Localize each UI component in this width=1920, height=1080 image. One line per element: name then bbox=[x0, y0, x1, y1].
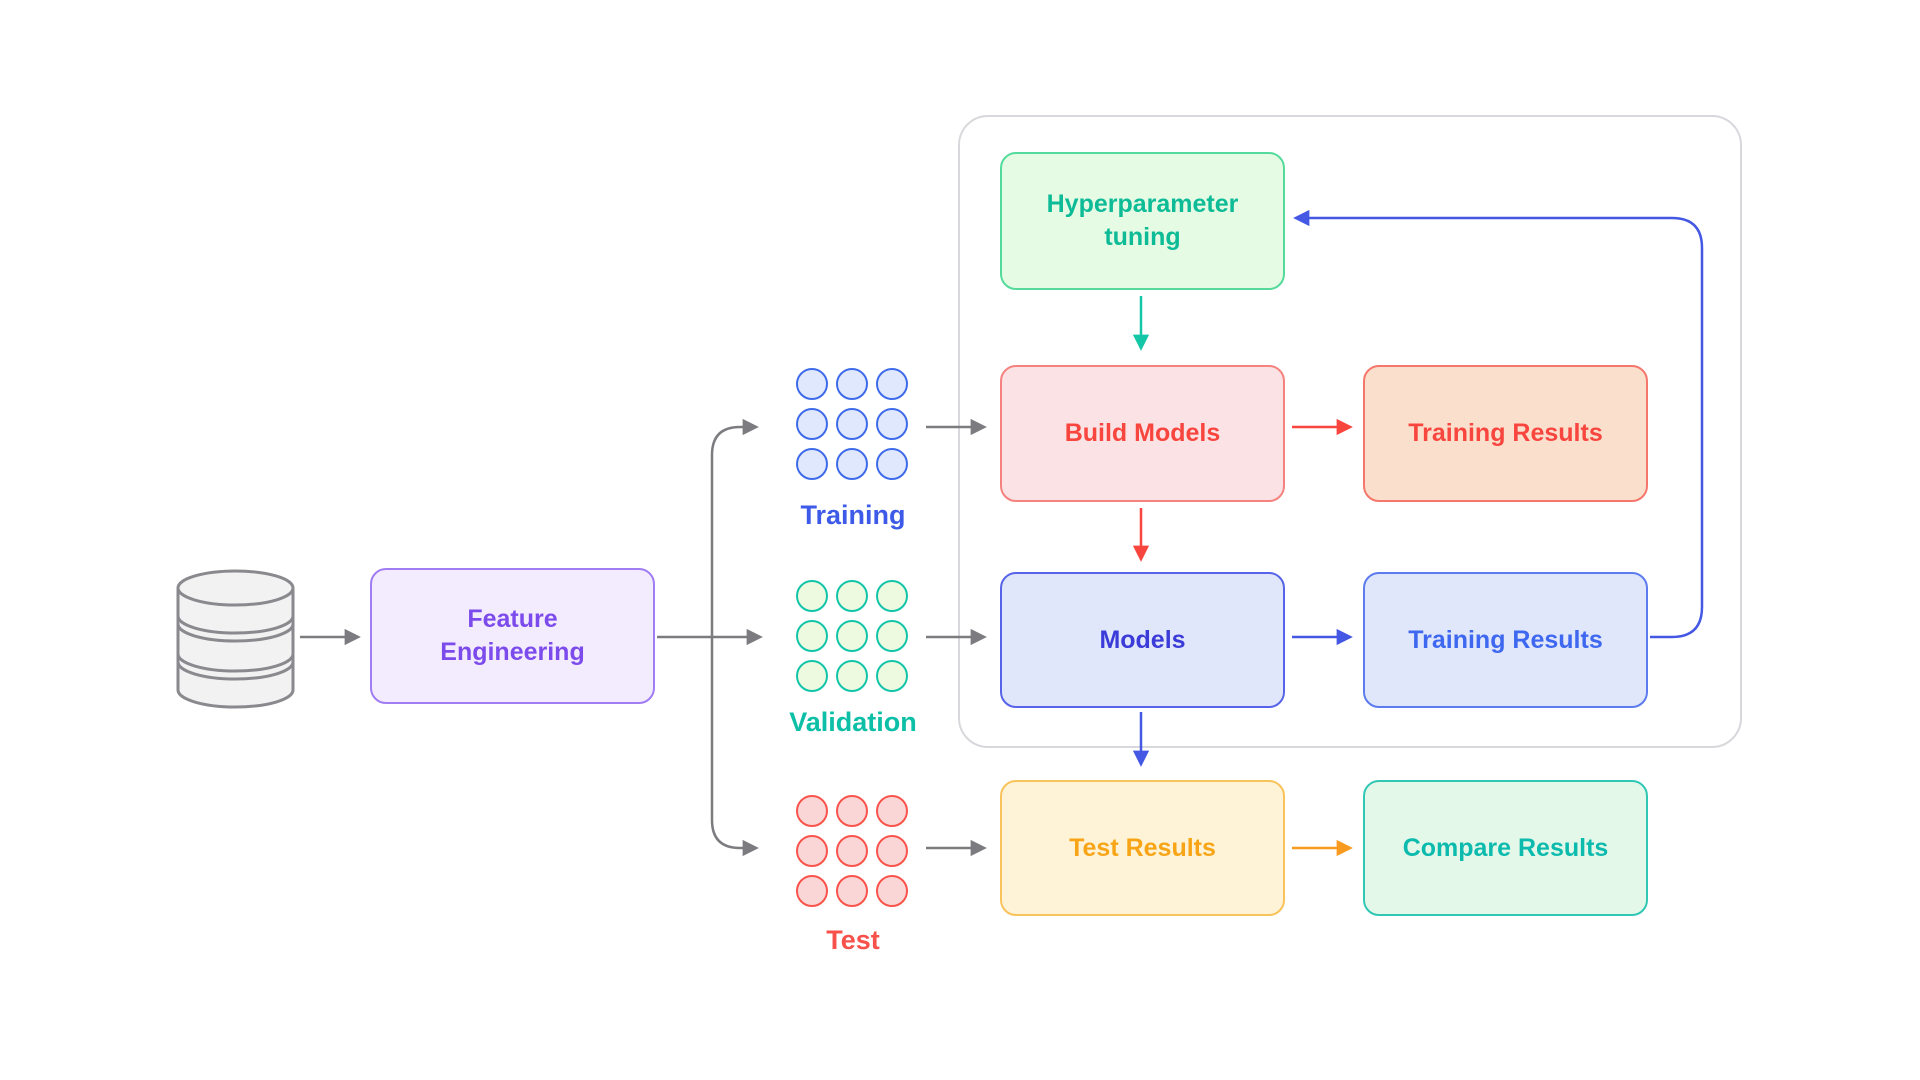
dot bbox=[796, 875, 828, 907]
dot bbox=[836, 408, 868, 440]
dot bbox=[876, 620, 908, 652]
node-compare-results: Compare Results bbox=[1363, 780, 1648, 916]
dot bbox=[796, 620, 828, 652]
dot bbox=[836, 368, 868, 400]
feedback-loop-training-results-to-hyper bbox=[1293, 209, 1704, 639]
dot bbox=[836, 795, 868, 827]
dot bbox=[796, 448, 828, 480]
node-training-results-bottom: Training Results bbox=[1363, 572, 1648, 708]
dot bbox=[796, 368, 828, 400]
dot bbox=[836, 580, 868, 612]
node-label: Training Results bbox=[1408, 625, 1603, 654]
dot bbox=[876, 368, 908, 400]
dot bbox=[876, 408, 908, 440]
dot bbox=[836, 835, 868, 867]
node-build-models: Build Models bbox=[1000, 365, 1285, 502]
validation-dataset-dots bbox=[796, 580, 908, 692]
node-label: Feature Engineering bbox=[440, 605, 585, 666]
node-test-results: Test Results bbox=[1000, 780, 1285, 916]
dot bbox=[796, 795, 828, 827]
node-hyperparameter-tuning: Hyperparameter tuning bbox=[1000, 152, 1285, 290]
node-label: Hyperparameter tuning bbox=[1046, 190, 1239, 251]
test-dataset-dots bbox=[796, 795, 908, 907]
dot bbox=[876, 660, 908, 692]
node-feature-engineering: Feature Engineering bbox=[370, 568, 655, 704]
branch-feature-to-training bbox=[710, 418, 759, 637]
validation-dataset-label: Validation bbox=[789, 707, 917, 737]
dot bbox=[796, 660, 828, 692]
database-icon bbox=[176, 569, 295, 709]
dot bbox=[876, 448, 908, 480]
node-label: Compare Results bbox=[1402, 833, 1609, 862]
dot bbox=[796, 408, 828, 440]
dot bbox=[796, 835, 828, 867]
dot bbox=[836, 875, 868, 907]
dot bbox=[796, 580, 828, 612]
training-dataset-label: Training bbox=[800, 500, 906, 530]
dot bbox=[876, 875, 908, 907]
node-label: Models bbox=[1099, 625, 1186, 654]
training-dataset-dots bbox=[796, 368, 908, 480]
node-models: Models bbox=[1000, 572, 1285, 708]
dot bbox=[876, 835, 908, 867]
dot bbox=[836, 620, 868, 652]
node-label: Training Results bbox=[1408, 419, 1603, 447]
node-label: Build Models bbox=[1064, 419, 1221, 447]
test-dataset-label: Test bbox=[826, 925, 880, 955]
dot bbox=[876, 795, 908, 827]
branch-feature-to-test bbox=[710, 637, 759, 857]
dot bbox=[836, 448, 868, 480]
node-training-results-top: Training Results bbox=[1363, 365, 1648, 502]
dot bbox=[876, 580, 908, 612]
node-label: Test Results bbox=[1069, 833, 1216, 862]
dot bbox=[836, 660, 868, 692]
